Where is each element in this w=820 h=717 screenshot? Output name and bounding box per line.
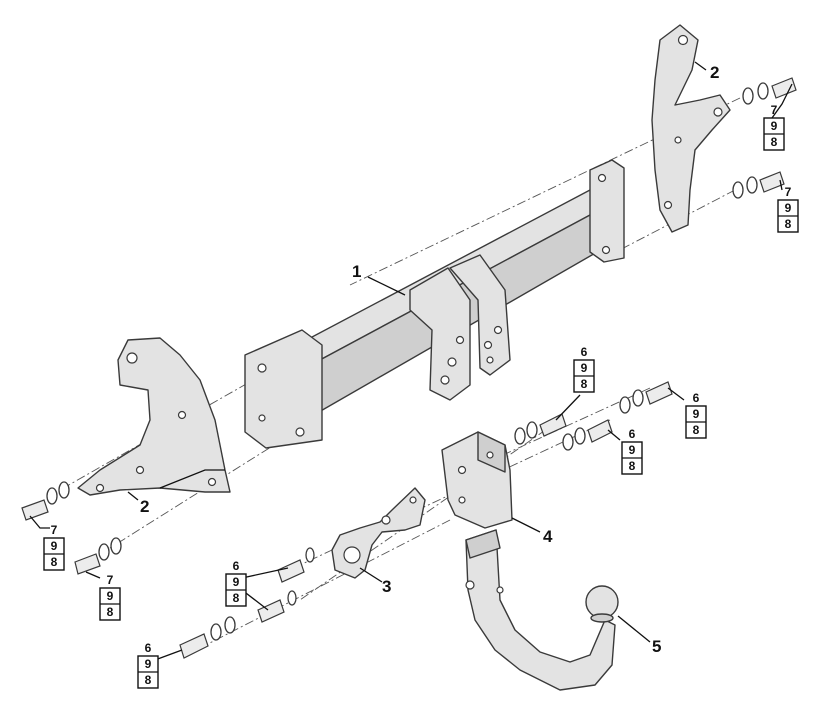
stack-item-label: 9 [233, 575, 240, 589]
callout-4: 4 [543, 527, 553, 546]
tow-ball-neck [465, 529, 619, 691]
stack-item-label: 7 [51, 523, 58, 537]
hardware-stack: 6 9 8 [573, 345, 595, 393]
hardware-stack: 7 9 8 [99, 573, 121, 621]
stack-item-label: 7 [107, 573, 114, 587]
stack-item-label: 7 [785, 185, 792, 199]
hardware-stack: 6 9 8 [685, 391, 707, 439]
leader-lines [29, 61, 793, 661]
stack-item-label: 8 [693, 423, 700, 437]
side-bracket-right [651, 24, 731, 233]
stack-item-label: 8 [771, 135, 778, 149]
stack-item-label: 8 [107, 605, 114, 619]
hardware-stacks: 7 9 8 7 9 8 7 9 8 7 9 8 6 9 8 6 9 8 6 9 8 6 9 8 6 9 8 [43, 103, 799, 689]
stack-item-label: 7 [771, 103, 778, 117]
hardware-stack: 6 9 8 [225, 559, 247, 607]
stack-item-label: 8 [581, 377, 588, 391]
stack-item-label: 8 [233, 591, 240, 605]
callout-5: 5 [652, 637, 661, 656]
stack-item-label: 9 [51, 539, 58, 553]
stack-item-label: 9 [145, 657, 152, 671]
stack-item-label: 6 [693, 391, 700, 405]
stack-item-label: 9 [629, 443, 636, 457]
stack-item-label: 8 [145, 673, 152, 687]
hardware-stack: 7 9 8 [777, 185, 799, 233]
stack-item-label: 8 [629, 459, 636, 473]
stack-item-label: 9 [693, 407, 700, 421]
stack-item-label: 9 [107, 589, 114, 603]
stack-item-label: 6 [233, 559, 240, 573]
callout-2-right: 2 [710, 63, 719, 82]
stack-item-label: 8 [51, 555, 58, 569]
callout-1: 1 [352, 262, 361, 281]
hardware-stack: 6 9 8 [621, 427, 643, 475]
fasteners [21, 77, 797, 659]
stack-item-label: 9 [785, 201, 792, 215]
callout-3: 3 [382, 577, 391, 596]
hardware-stack: 7 9 8 [43, 523, 65, 571]
crossbar-beam [244, 159, 625, 449]
side-bracket-left [77, 337, 231, 496]
callouts: 1 2 2 3 4 5 [140, 63, 719, 656]
stack-item-label: 9 [771, 119, 778, 133]
stack-item-label: 6 [145, 641, 152, 655]
callout-2-left: 2 [140, 497, 149, 516]
stack-item-label: 6 [581, 345, 588, 359]
socket-plate [331, 487, 426, 579]
stack-item-label: 6 [629, 427, 636, 441]
mounting-block [441, 431, 513, 529]
hardware-stack: 6 9 8 [137, 641, 159, 689]
stack-item-label: 8 [785, 217, 792, 231]
stack-item-label: 9 [581, 361, 588, 375]
hardware-stack: 7 9 8 [763, 103, 785, 151]
